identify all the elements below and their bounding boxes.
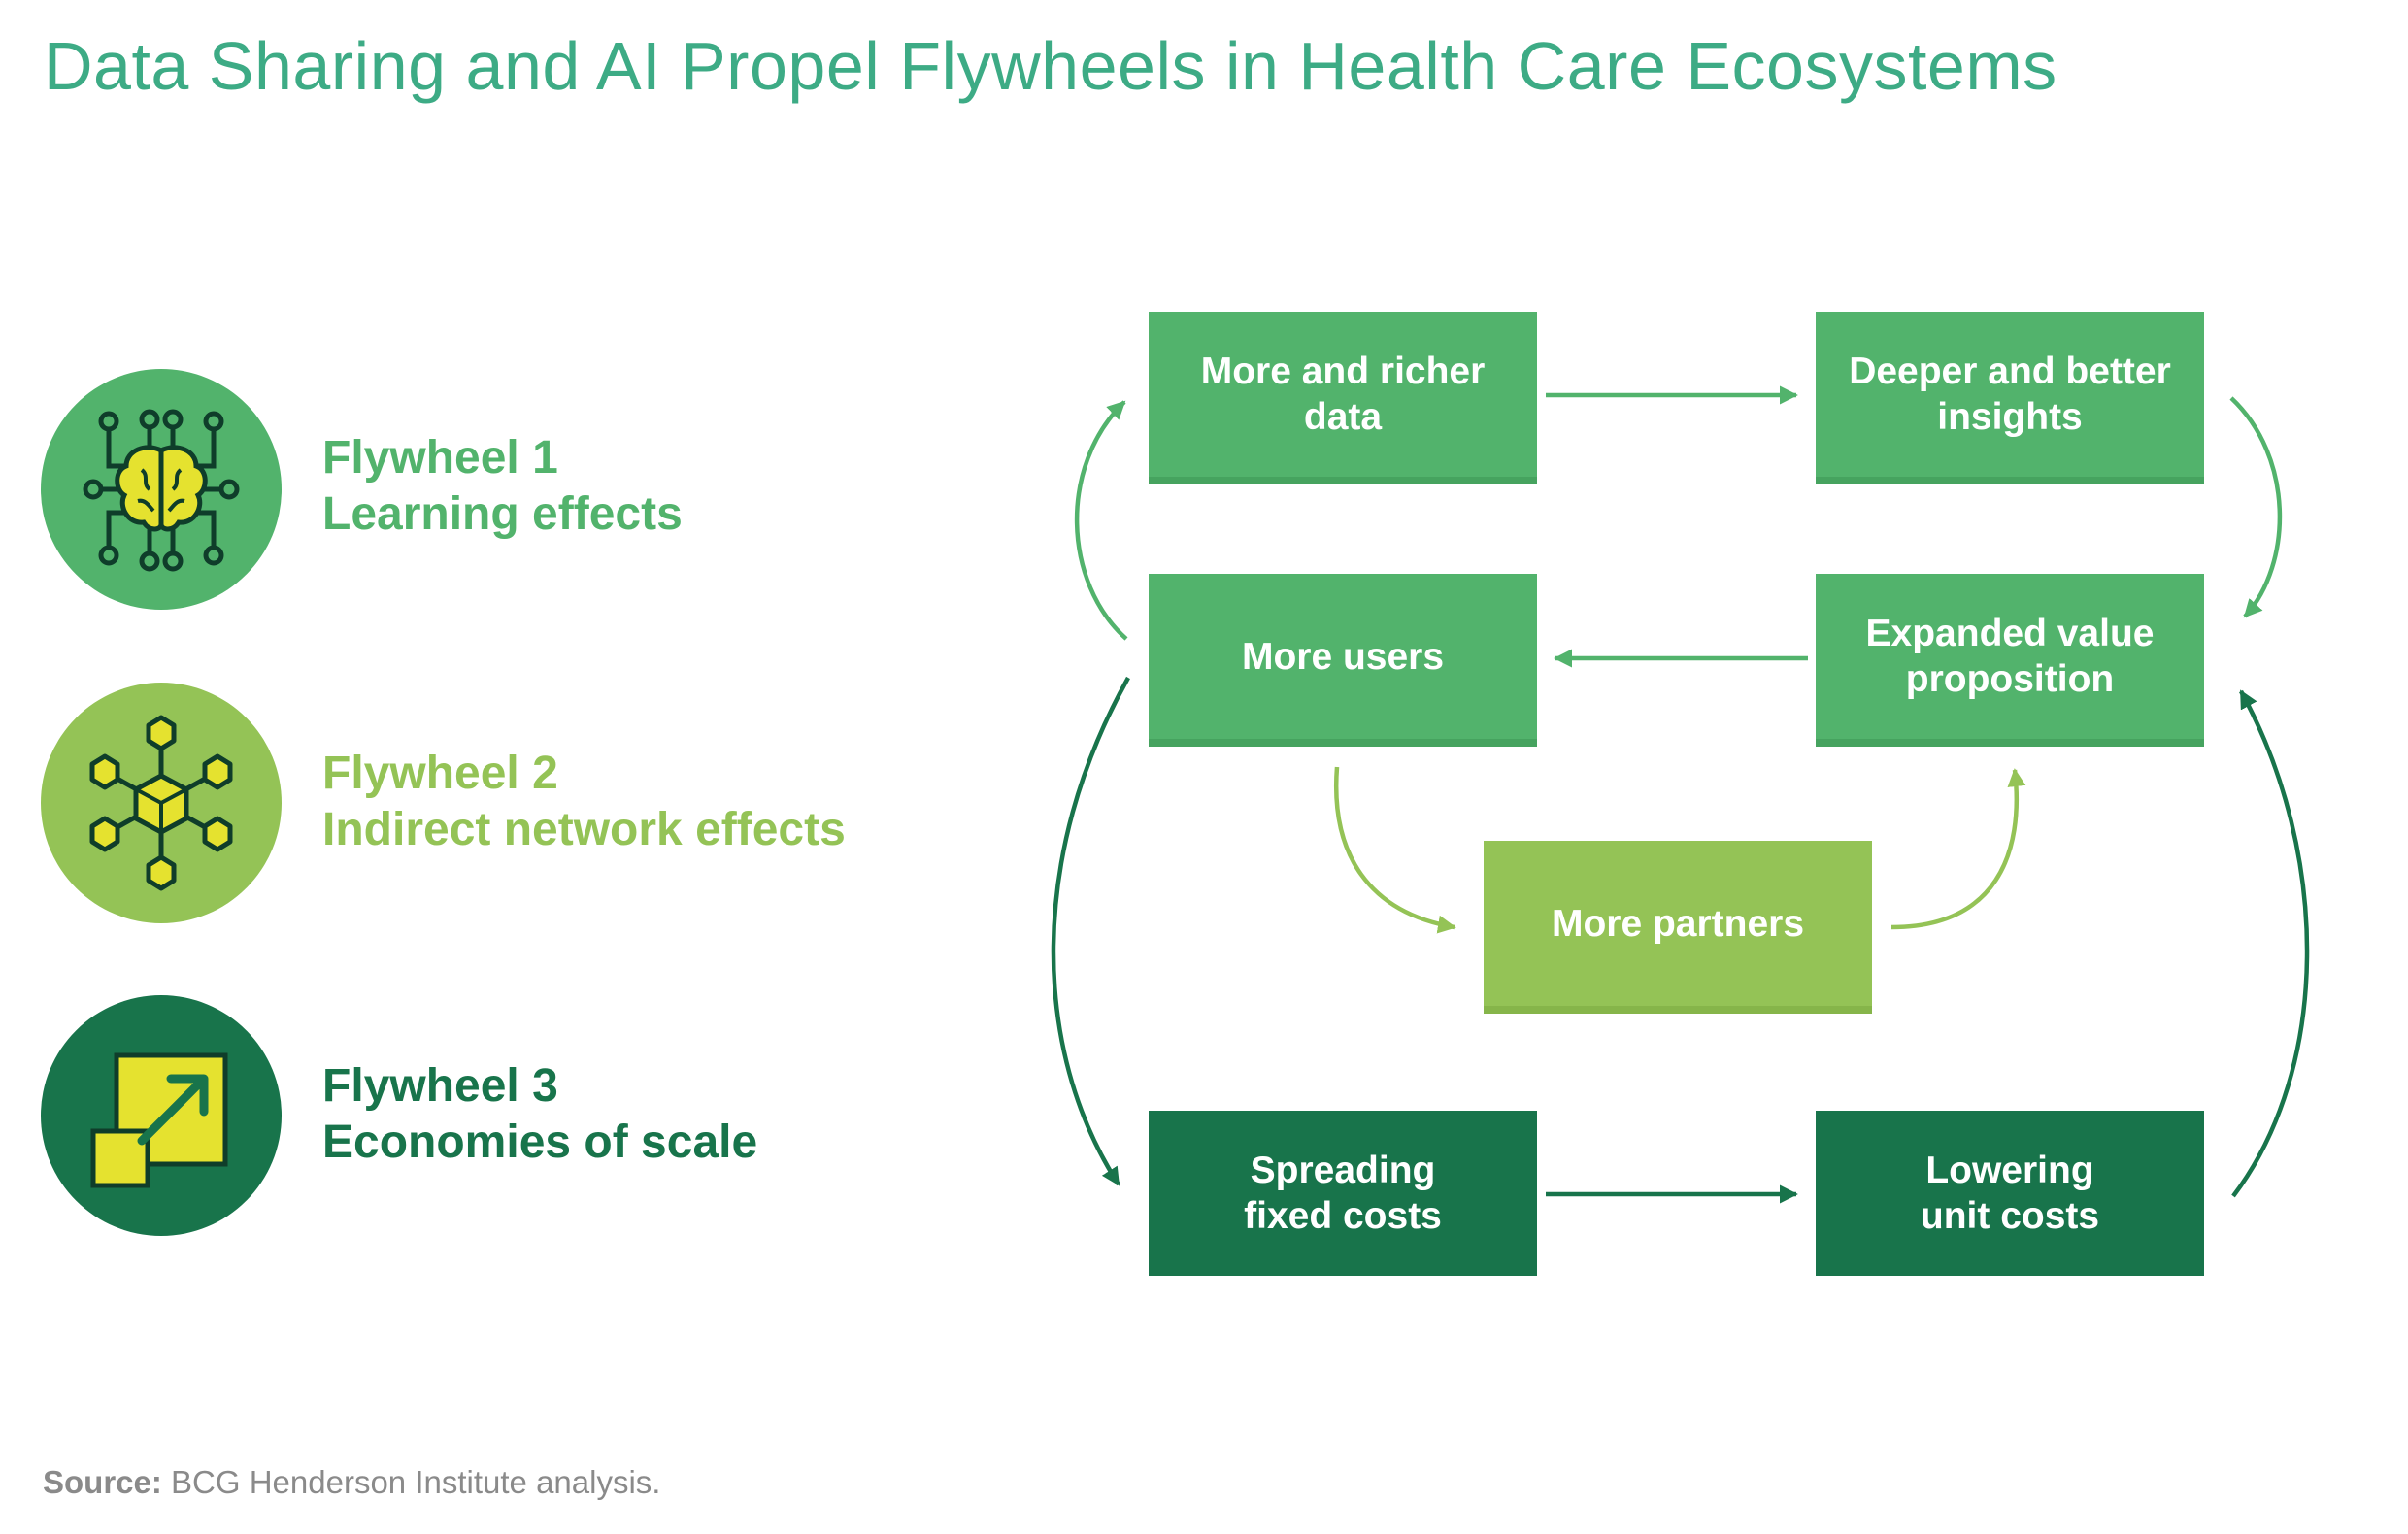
flywheel-1-badge	[41, 369, 282, 610]
arrow-users-to-fixed-costs	[1051, 676, 1130, 1186]
node-more-partners: More partners	[1484, 841, 1872, 1006]
source-note: Source: BCG Henderson Institute analysis…	[43, 1464, 660, 1501]
arrow-users-to-partners	[1333, 766, 1456, 934]
arrow-insights-to-value	[2229, 396, 2283, 618]
arrow-users-to-data	[1074, 400, 1128, 641]
flywheel-3-label: Flywheel 3 Economies of scale	[322, 1060, 758, 1168]
flywheel-1-label: Flywheel 1 Learning effects	[322, 432, 683, 540]
brain-circuit-icon	[83, 409, 240, 572]
page-title: Data Sharing and AI Propel Flywheels in …	[44, 28, 2057, 104]
flywheel-3-badge	[41, 995, 282, 1236]
flywheel-2-badge	[41, 683, 282, 923]
source-label: Source:	[43, 1464, 162, 1500]
scale-up-arrow-icon	[90, 1052, 228, 1188]
node-more-users: More users	[1149, 574, 1537, 739]
hexagon-network-icon	[89, 715, 233, 891]
flywheel-2-label: Flywheel 2 Indirect network effects	[322, 748, 846, 855]
source-text: BCG Henderson Institute analysis.	[161, 1464, 661, 1500]
arrow-unit-costs-to-value	[2231, 689, 2310, 1198]
arrow-partners-to-value	[1890, 768, 2026, 930]
